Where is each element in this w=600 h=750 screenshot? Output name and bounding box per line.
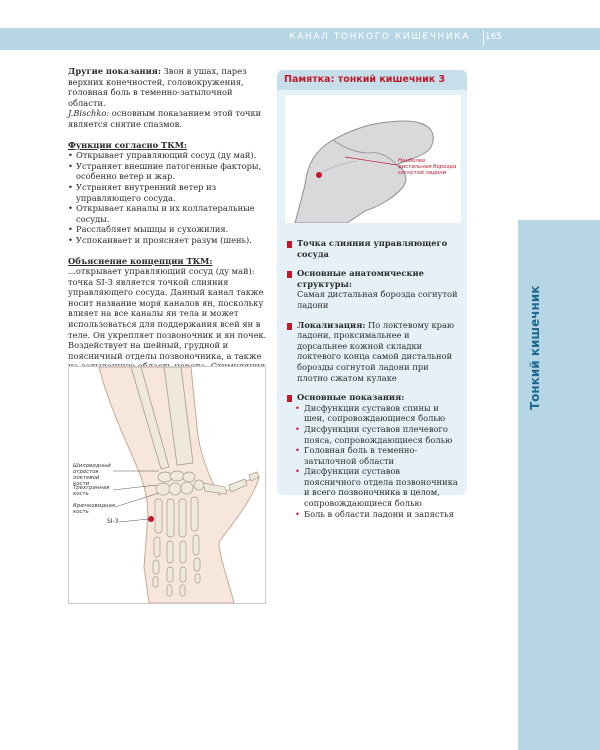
fist-photo bbox=[285, 95, 461, 223]
list-item: Успокаивает и проясняет разум (шень). bbox=[68, 235, 268, 246]
label-hamate: Крючковидная кость bbox=[73, 503, 116, 515]
header-divider bbox=[483, 30, 484, 46]
bischko-text: основным показанием этой точки является … bbox=[68, 108, 262, 129]
label-triquetral: Трехгранная кость bbox=[73, 485, 110, 497]
location-text: По локтевому краю ладони, проксимальнее … bbox=[297, 319, 455, 383]
list-item: Расслабляет мышцы и сухожилия. bbox=[68, 224, 268, 235]
chapter-tab-label: Тонкий кишечник bbox=[528, 285, 542, 410]
indications-list: Дисфункции суставов спины и шеи, сопрово… bbox=[287, 403, 459, 520]
list-item: Боль в области ладони и запястья bbox=[295, 509, 459, 520]
indications-heading: Основные показания: bbox=[297, 392, 405, 403]
bischko-note: J.Bischko: основным показанием этой точк… bbox=[68, 108, 268, 129]
list-item: Головная боль в теменно-затылочной облас… bbox=[295, 445, 459, 466]
hand-skeleton-illustration bbox=[98, 367, 260, 603]
page-number: 165 bbox=[484, 32, 502, 42]
photo-label: Наиболее дистальная борозда согнутой лад… bbox=[398, 158, 457, 177]
anatomy-heading: Основные анатомические структуры: bbox=[297, 268, 424, 289]
list-item: Дисфункции суставов спины и шеи, сопрово… bbox=[295, 403, 459, 424]
location-section: Локализация: По локтевому краю ладони, п… bbox=[287, 320, 459, 384]
location-heading: Локализация: bbox=[297, 319, 366, 330]
si3-point-marker bbox=[148, 516, 154, 522]
list-item: Устраняет внутренний ветер из управляюще… bbox=[68, 182, 268, 203]
panel-content: Точка слияния управляющего сосуда Основн… bbox=[287, 238, 459, 519]
fist-illustration bbox=[294, 120, 434, 223]
si3-photo-marker bbox=[316, 172, 322, 178]
indications-section: Основные показания: bbox=[287, 392, 459, 403]
page-header: КАНАЛ ТОНКОГО КИШЕЧНИКА 165 bbox=[0, 28, 600, 50]
left-column: Другие показания: Звон в ушах, парез вер… bbox=[68, 66, 268, 414]
list-item: Дисфункции суставов плечевого пояса, соп… bbox=[295, 424, 459, 445]
bischko-name: J.Bischko: bbox=[68, 108, 110, 119]
functions-heading: Функции согласно ТКМ: bbox=[68, 139, 187, 150]
list-item: Дисфункции суставов поясничного отдела п… bbox=[295, 466, 459, 508]
fusion-point: Точка слияния управляющего сосуда bbox=[287, 238, 459, 259]
label-si3: SI-3 bbox=[107, 518, 119, 525]
explanation-heading: Объяснение концепции ТКМ: bbox=[68, 255, 213, 266]
other-heading: Другие показания: bbox=[68, 66, 161, 76]
list-item: Открывает управляющий сосуд (ду май). bbox=[68, 150, 268, 161]
section-title: КАНАЛ ТОНКОГО КИШЕЧНИКА bbox=[289, 32, 470, 42]
chapter-tab bbox=[518, 220, 600, 750]
anatomy-section: Основные анатомические структуры: bbox=[287, 268, 459, 289]
functions-list: Открывает управляющий сосуд (ду май). Ус… bbox=[68, 150, 268, 245]
list-item: Устраняет внешние патогенные факторы, ос… bbox=[68, 161, 268, 182]
label-styloid: Шиловидный отросток локтевой кости bbox=[73, 463, 111, 487]
panel-title: Памятка: тонкий кишечник 3 bbox=[284, 74, 446, 85]
other-indications: Другие показания: Звон в ушах, парез вер… bbox=[68, 66, 268, 108]
panel-title-bar bbox=[277, 70, 467, 90]
fusion-label: Точка слияния управляющего сосуда bbox=[297, 238, 448, 259]
other-text: Звон в ушах, парез верхних конечностей, … bbox=[68, 66, 247, 108]
anatomy-text: Самая дистальная борозда согнутой ладони bbox=[297, 289, 458, 310]
list-item: Открывает каналы и их коллатеральные сос… bbox=[68, 203, 268, 224]
hand-skeleton-figure: Шиловидный отросток локтевой кости Трехг… bbox=[68, 366, 266, 604]
